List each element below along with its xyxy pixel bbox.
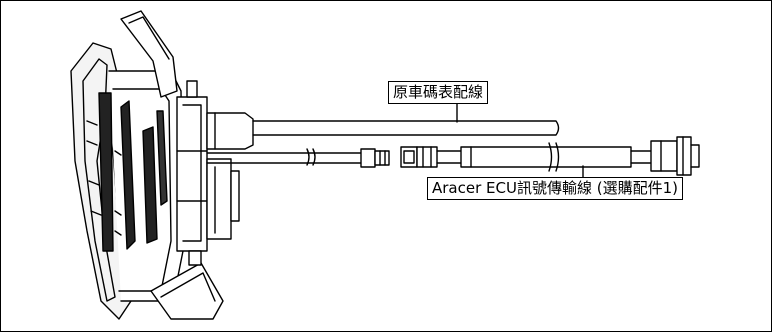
oem-wiring-label: 原車碼表配線 xyxy=(388,81,489,104)
ecu-cable xyxy=(400,136,700,176)
stock-cable xyxy=(206,148,390,168)
meter-assembly xyxy=(70,10,240,320)
oem-wiring-text: 原車碼表配線 xyxy=(393,83,484,101)
oem-harness xyxy=(206,112,560,150)
ecu-cable-label: Aracer ECU訊號傳輸線 (選購配件1) xyxy=(427,177,683,200)
ecu-cable-text: Aracer ECU訊號傳輸線 (選購配件1) xyxy=(432,179,678,197)
